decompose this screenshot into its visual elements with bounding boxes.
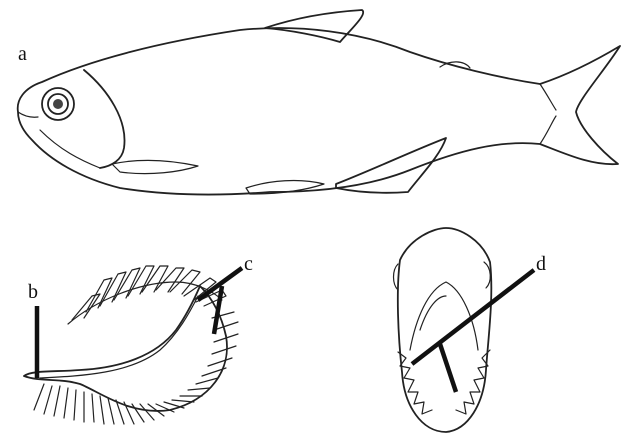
fish-lateral-view: a (18, 10, 620, 195)
inner-jaw-line (420, 296, 446, 330)
fish-body-outline (18, 28, 620, 195)
operculum-line (84, 70, 125, 168)
label-c: c (244, 253, 253, 275)
anal-fin (336, 138, 446, 193)
pointer-d-stem (412, 270, 534, 364)
pelvic-fin (246, 181, 324, 194)
caudal-fin-shading-lower (540, 116, 556, 144)
gill-rakers-upper (72, 266, 226, 320)
eye-pupil (53, 99, 63, 109)
dorsal-fin (265, 10, 363, 42)
mouth-ventral-view: d (394, 228, 547, 432)
caudal-fin-shading (540, 84, 556, 110)
label-d: d (536, 253, 546, 275)
pectoral-fin (112, 160, 198, 173)
gill-arch-inner (40, 296, 198, 378)
preoperculum-line (40, 130, 100, 168)
pointer-d-branch (440, 344, 456, 392)
gill-arch-outline (24, 286, 227, 411)
label-b: b (28, 281, 38, 303)
head-outline (398, 228, 492, 432)
right-eye (484, 262, 490, 288)
label-a: a (18, 43, 27, 65)
gill-filaments (34, 312, 238, 424)
fish-mouth (18, 112, 38, 117)
gill-arch-drawing: b c (24, 253, 253, 424)
